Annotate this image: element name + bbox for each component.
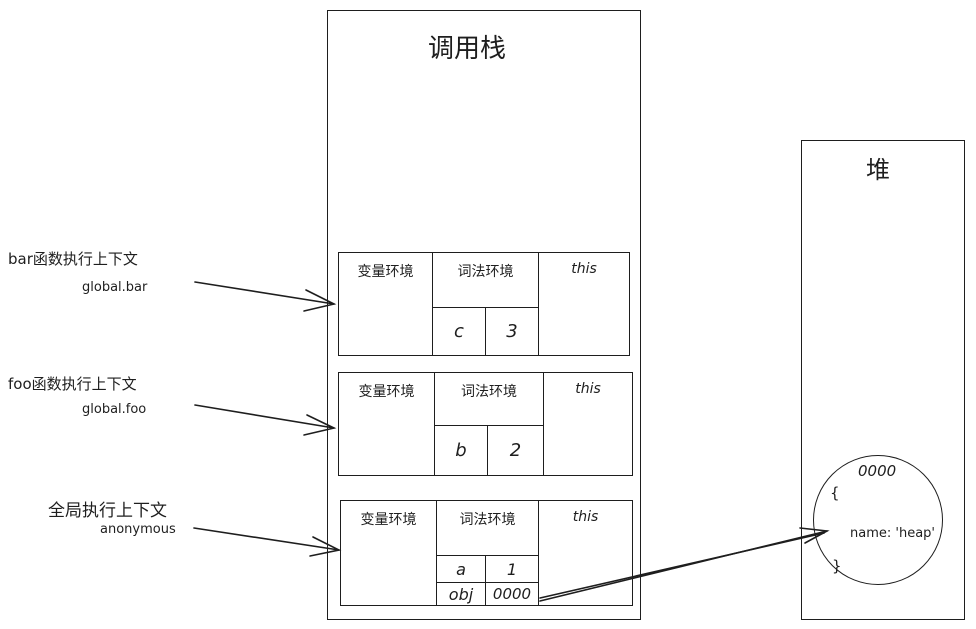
- heap-object-property: name: 'heap': [850, 526, 935, 541]
- bar-context-sublabel: global.bar: [82, 280, 148, 295]
- heap-object: [813, 455, 943, 585]
- this-binding: this: [538, 500, 633, 606]
- global-context-label: 全局执行上下文: [48, 501, 167, 521]
- foo-context-arrow: [194, 404, 337, 436]
- bar-context-arrow: [194, 281, 337, 312]
- global-context-sublabel: anonymous: [100, 522, 176, 537]
- this-binding: this: [543, 372, 633, 476]
- lexical-var-value: 3: [485, 307, 539, 356]
- heap-object-close-brace: }: [832, 557, 842, 575]
- bar-context-label: bar函数执行上下文: [8, 250, 138, 268]
- lexical-var-value: 2: [487, 425, 544, 476]
- call-stack-title: 调用栈: [428, 34, 507, 64]
- lexical-var-value: 0000: [485, 582, 539, 606]
- foo-context-sublabel: global.foo: [82, 402, 147, 417]
- foo-context-label: foo函数执行上下文: [8, 375, 137, 393]
- heap-title: 堆: [866, 156, 890, 184]
- heap-container: [801, 140, 965, 620]
- heap-object-open-brace: {: [830, 484, 840, 502]
- call-stack-container: [327, 10, 641, 620]
- heap-object-address: 0000: [858, 462, 897, 480]
- global-context-arrow: [193, 527, 342, 557]
- this-binding: this: [538, 252, 630, 356]
- obj-reference-arrow: [539, 527, 830, 602]
